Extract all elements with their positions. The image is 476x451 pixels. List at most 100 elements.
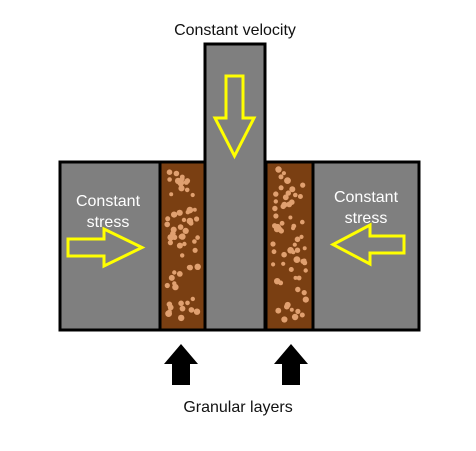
grain — [285, 190, 291, 196]
granular-layers-label: Granular layers — [183, 399, 293, 416]
grain — [174, 177, 182, 185]
grain — [281, 171, 286, 176]
grain — [293, 192, 298, 198]
grain — [176, 271, 183, 277]
grain — [295, 286, 301, 293]
arrow-down-icon — [212, 74, 257, 160]
grain — [171, 211, 178, 218]
grain — [271, 262, 276, 267]
grain — [299, 312, 305, 318]
left-stress-label-line1: Constant — [75, 193, 141, 210]
grain — [291, 313, 299, 321]
arrow-up-icon — [274, 344, 308, 385]
grain — [293, 256, 301, 263]
grain — [297, 194, 303, 199]
grain — [278, 185, 284, 191]
grain — [284, 303, 290, 310]
grain — [184, 187, 190, 193]
grain — [167, 304, 174, 311]
grain — [284, 177, 291, 185]
grain — [274, 278, 281, 285]
grain — [165, 216, 171, 222]
grain — [192, 247, 198, 253]
grain — [292, 242, 297, 247]
grain — [272, 205, 278, 212]
grain — [288, 267, 294, 272]
left-block — [58, 160, 162, 332]
grain — [280, 203, 286, 210]
right-granular-grains — [270, 166, 309, 323]
grain — [300, 219, 305, 225]
grain — [178, 314, 185, 322]
grain — [281, 261, 286, 266]
grain — [273, 191, 279, 197]
grain — [193, 308, 201, 315]
grain — [167, 177, 172, 182]
grain — [181, 217, 187, 223]
grain — [279, 220, 285, 226]
central-block — [203, 42, 267, 332]
grain — [288, 215, 293, 220]
grain — [172, 283, 179, 291]
grain — [176, 209, 183, 216]
constant-velocity-label: Constant velocity — [174, 22, 296, 39]
grain — [176, 242, 183, 249]
grain — [273, 199, 278, 204]
grain — [180, 253, 185, 258]
grain — [183, 179, 189, 185]
grain — [194, 216, 200, 222]
grain — [273, 213, 279, 219]
grain — [294, 247, 301, 253]
arrow-up-icon — [164, 344, 198, 385]
grain — [182, 227, 189, 234]
grain — [166, 169, 173, 175]
grain — [179, 305, 186, 312]
grain — [172, 270, 177, 275]
grain — [186, 206, 194, 214]
grain — [194, 263, 201, 270]
left-stress-label-line2: stress — [86, 214, 130, 231]
grain — [192, 207, 197, 212]
grain — [178, 300, 184, 307]
grain — [186, 217, 194, 225]
arrow-right-icon — [66, 226, 146, 269]
grain — [300, 182, 306, 188]
grain — [282, 194, 289, 201]
grain — [186, 265, 192, 270]
right-stress-label-line1: Constant — [333, 189, 399, 206]
right-stress-label-line2: stress — [344, 210, 388, 227]
arrow-left-icon — [329, 222, 406, 267]
grain — [293, 275, 298, 280]
grain — [188, 307, 195, 313]
grain — [275, 166, 282, 173]
grain — [302, 258, 307, 263]
grain — [271, 249, 277, 255]
grain — [167, 309, 172, 314]
grain — [289, 307, 294, 312]
grain — [178, 234, 184, 240]
grain — [301, 290, 307, 296]
grain — [170, 226, 177, 233]
grain — [178, 185, 185, 192]
grain — [295, 308, 301, 314]
grain — [190, 192, 195, 198]
grain — [167, 240, 173, 246]
grain — [278, 174, 284, 180]
grain — [281, 316, 288, 323]
grain — [168, 274, 175, 281]
grain — [185, 300, 190, 306]
grain — [302, 296, 309, 303]
grain — [169, 192, 174, 197]
grain — [190, 296, 195, 302]
grain — [192, 239, 197, 244]
grain — [164, 282, 170, 289]
grain — [195, 235, 200, 240]
grain — [274, 223, 282, 231]
left-granular-grains — [164, 169, 201, 322]
grain — [182, 241, 187, 247]
grain — [303, 268, 308, 273]
grain — [270, 241, 276, 247]
grain — [281, 251, 287, 258]
grain — [289, 199, 295, 205]
